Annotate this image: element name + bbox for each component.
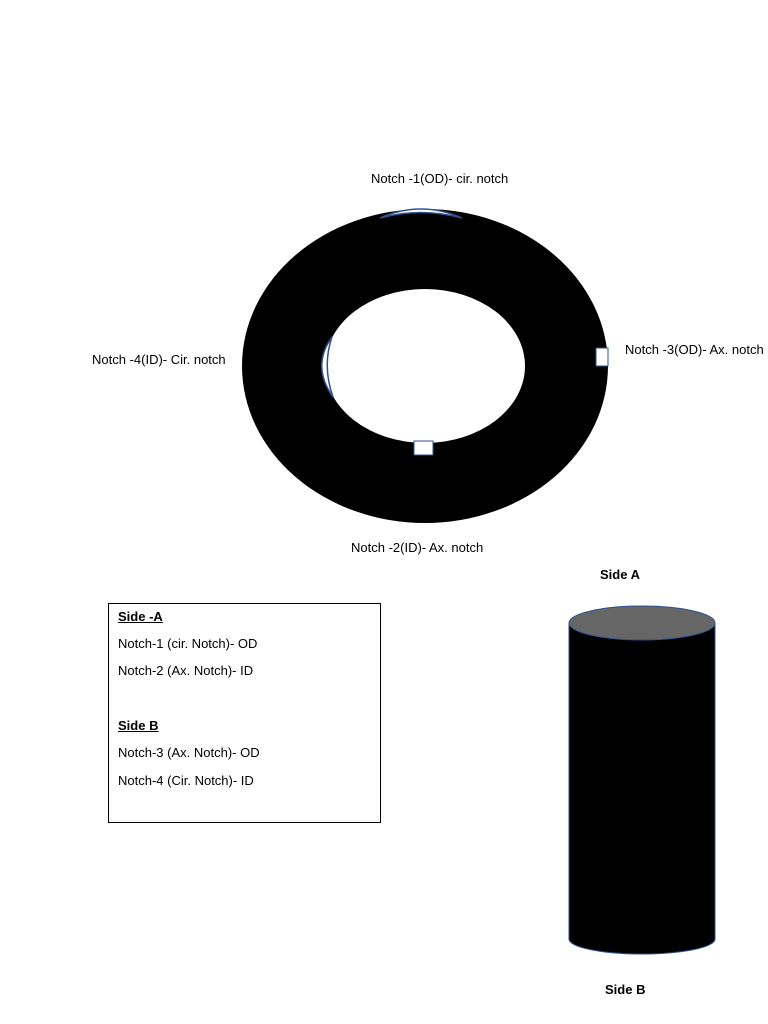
cylinder-side-b-label: Side B xyxy=(605,982,646,997)
legend-side-b-item: Notch-4 (Cir. Notch)- ID xyxy=(118,773,254,788)
cylinder-top-face xyxy=(568,605,716,641)
legend-box: Side -A Notch-1 (cir. Notch)- OD Notch-2… xyxy=(108,603,381,823)
notch-4-label: Notch -4(ID)- Cir. notch xyxy=(92,352,226,367)
legend-side-b-item: Notch-3 (Ax. Notch)- OD xyxy=(118,745,260,760)
notch-1-od-circ xyxy=(379,208,463,219)
notch-3-od-axial xyxy=(595,347,609,367)
legend-side-b-heading: Side B xyxy=(118,718,159,733)
legend-side-a-item: Notch-2 (Ax. Notch)- ID xyxy=(118,663,254,678)
cylinder-body xyxy=(568,622,716,955)
legend-side-a-heading: Side -A xyxy=(118,609,163,624)
notch-2-label: Notch -2(ID)- Ax. notch xyxy=(351,540,484,555)
notch-1-label: Notch -1(OD)- cir. notch xyxy=(371,171,509,186)
cylinder-side-a-label: Side A xyxy=(600,567,640,582)
ring-diagram xyxy=(242,208,609,523)
notch-2-id-axial xyxy=(413,440,434,456)
notch-3-label: Notch -3(OD)- Ax. notch xyxy=(625,342,764,357)
notch-4-id-circ xyxy=(321,336,334,398)
cylinder-diagram xyxy=(568,605,716,955)
ring-body xyxy=(242,209,608,523)
legend-side-a-item: Notch-1 (cir. Notch)- OD xyxy=(118,636,258,651)
